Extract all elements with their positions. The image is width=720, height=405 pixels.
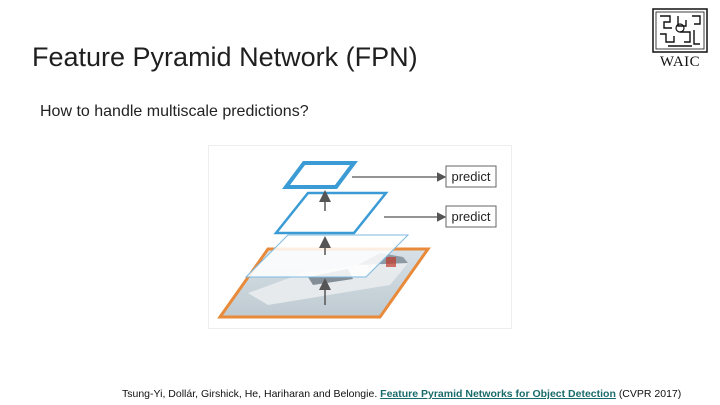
pyramid-level-top [282, 161, 358, 189]
citation-venue: (CVPR 2017) [618, 388, 682, 400]
logo-wordmark: WAIC [659, 54, 701, 70]
predict-box-1: predict [445, 165, 497, 188]
fpn-figure: predict predict [208, 145, 512, 329]
waic-seal-icon [652, 8, 708, 53]
predict-label-2: predict [451, 209, 490, 224]
predict-label-1: predict [451, 169, 490, 184]
figure-frame [208, 145, 512, 329]
slide-subtitle: How to handle multiscale predictions? [40, 103, 309, 120]
fpn-pyramid-diagram: predict predict [217, 161, 497, 319]
pyramid-level-2 [244, 234, 410, 278]
citation-authors: Tsung-Yi, Dollár, Girshick, He, Harihara… [122, 388, 378, 400]
citation-paper-link[interactable]: Feature Pyramid Networks for Object Dete… [380, 388, 616, 400]
waic-logo: WAIC [652, 8, 708, 74]
citation: Tsung-Yi, Dollár, Girshick, He, Harihara… [122, 388, 681, 400]
predict-box-2: predict [445, 205, 497, 228]
slide-title: Feature Pyramid Network (FPN) [32, 42, 418, 72]
pyramid-level-3 [273, 191, 389, 235]
